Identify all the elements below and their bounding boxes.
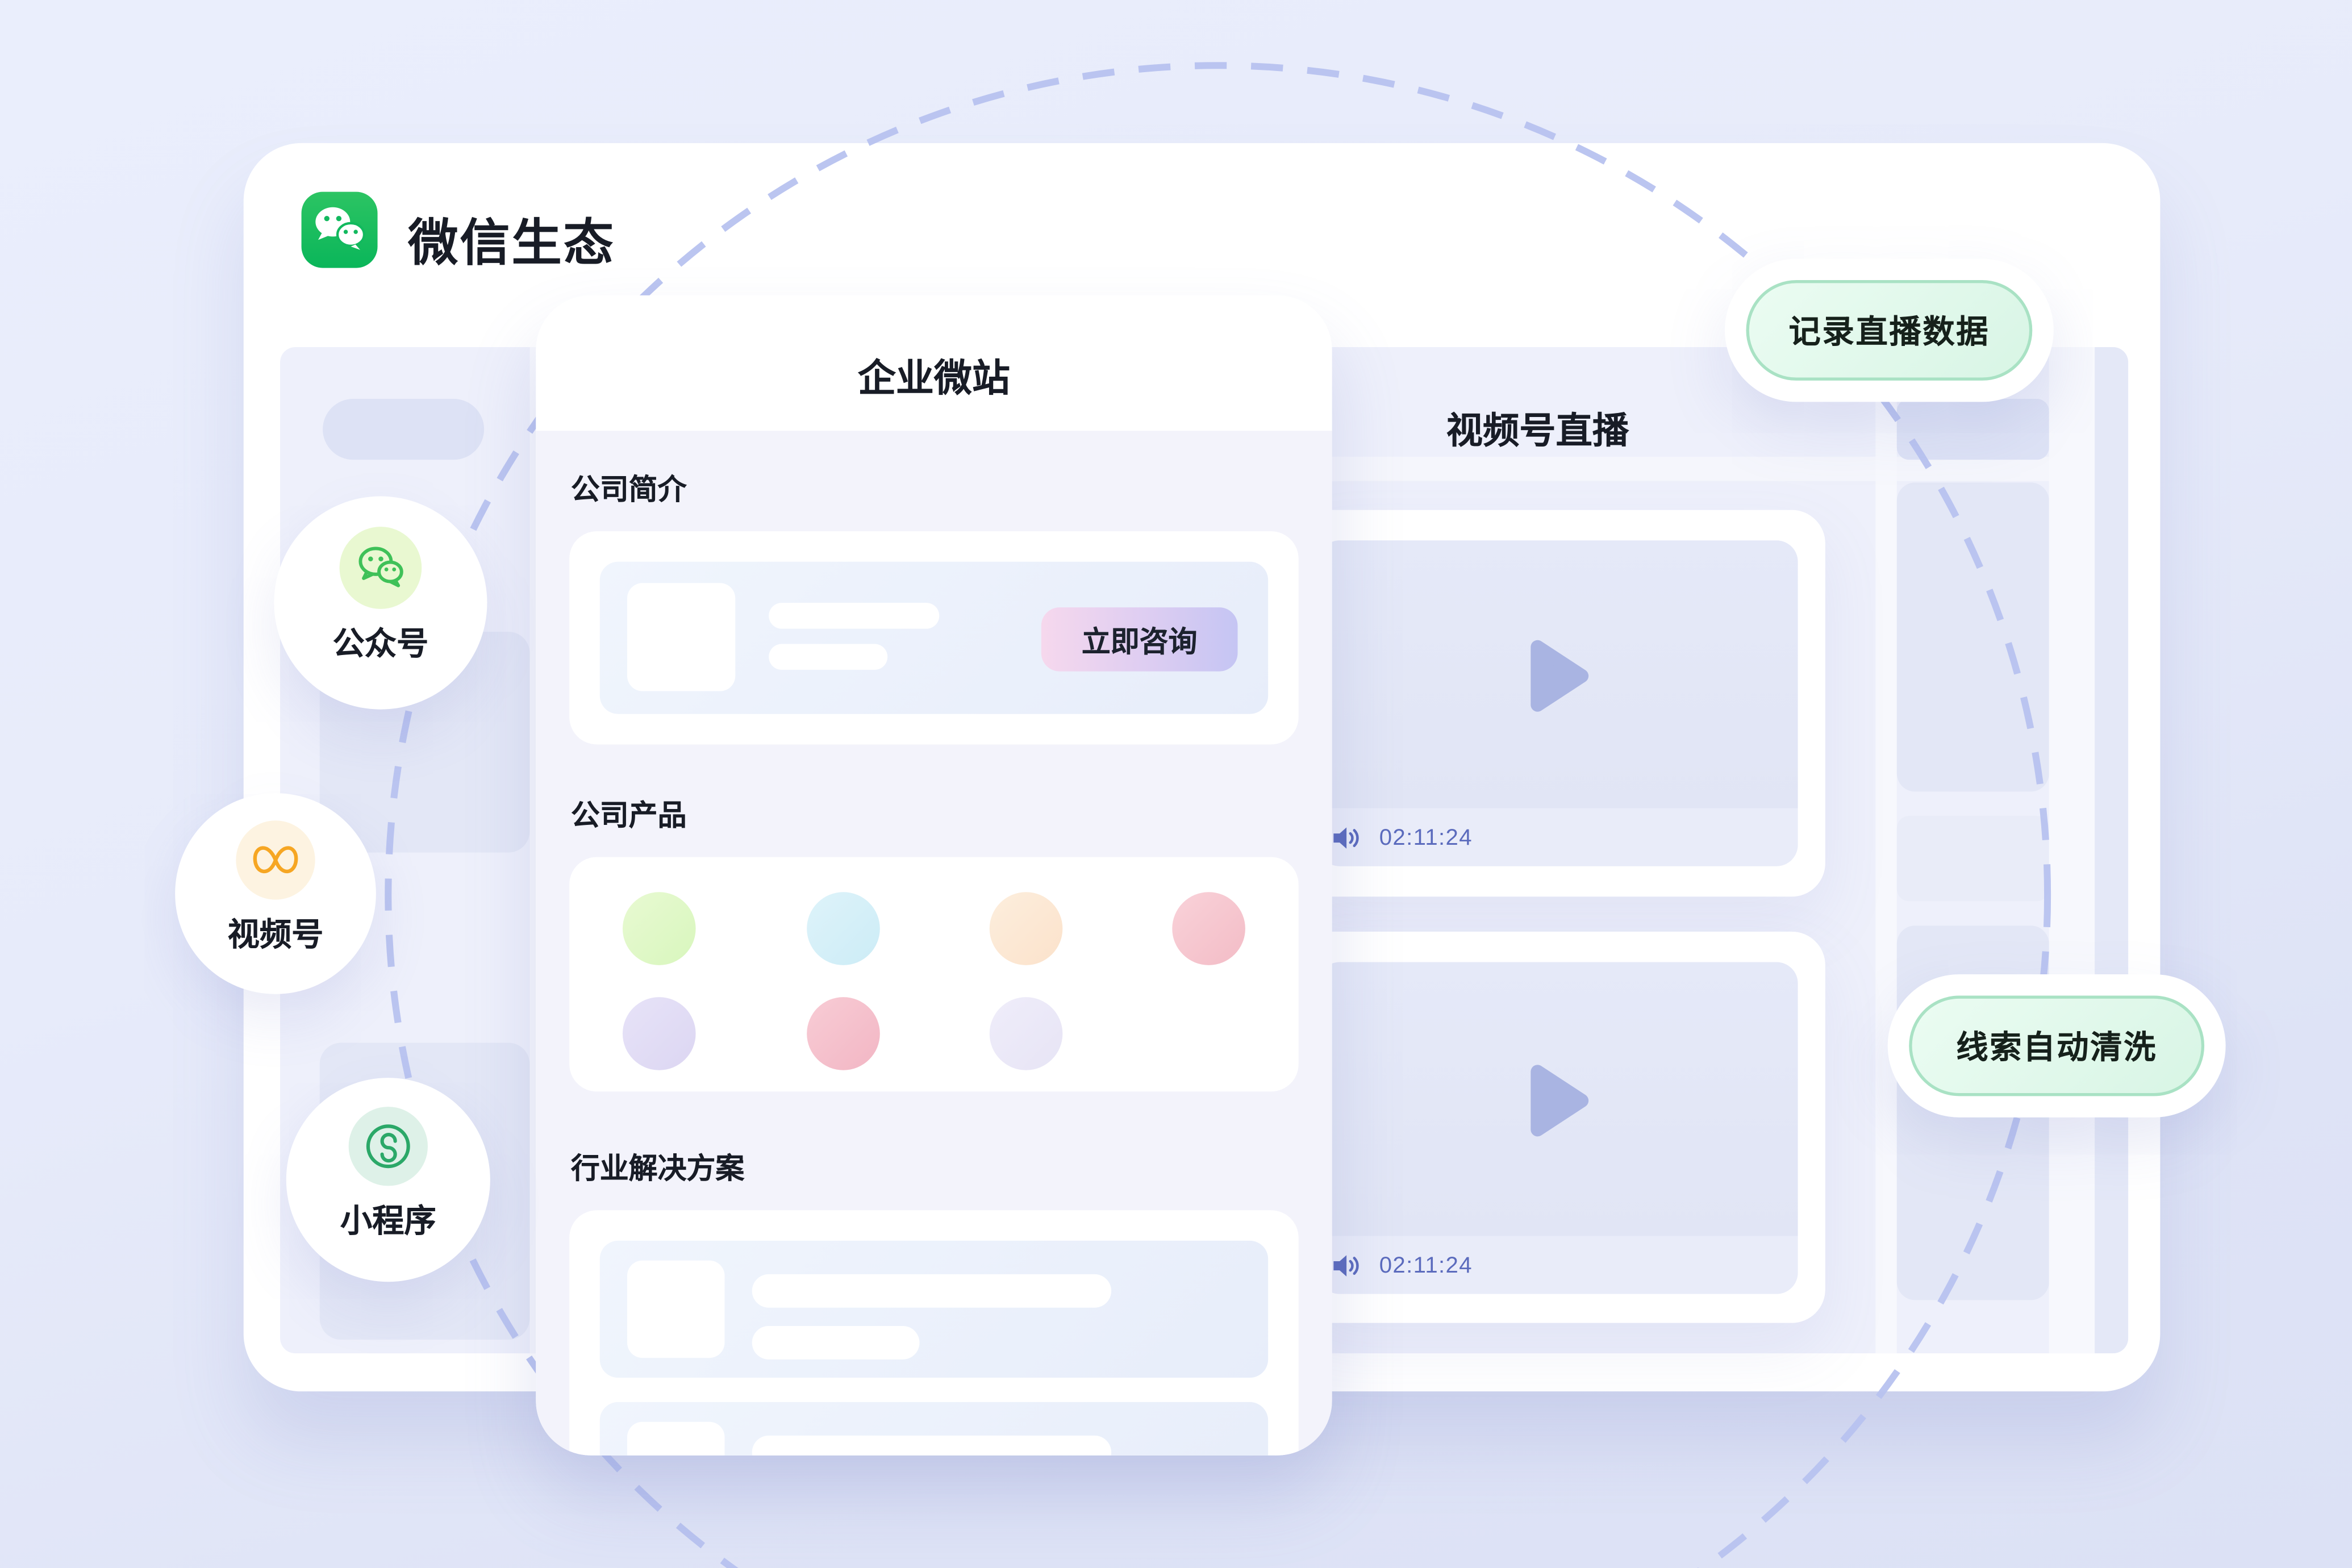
products-card: [569, 857, 1299, 1092]
play-icon[interactable]: [1524, 635, 1594, 717]
wechat-official-account-icon: [339, 527, 422, 609]
section-label-intro: 公司简介: [570, 475, 687, 507]
microsite-phone-card: 企业微站 公司简介 立即咨询 公司产品 行业: [536, 295, 1332, 1456]
backdrop-right-block: [1896, 816, 2049, 902]
image-placeholder: [627, 1421, 725, 1456]
ecosystem-node-official-account: 公众号: [274, 496, 487, 710]
solutions-inner-card: [599, 1240, 1269, 1378]
image-placeholder: [627, 583, 736, 691]
node-label: 视频号: [227, 918, 324, 953]
backdrop-edge-strip: [2095, 347, 2129, 1354]
backdrop-column-gap: [1875, 347, 1897, 1354]
text-placeholder: [752, 1325, 920, 1360]
product-swatch: [807, 997, 880, 1070]
page-title: 微信生态: [408, 214, 615, 271]
wechat-channels-icon: [236, 820, 315, 900]
badge-label: 记录直播数据: [1746, 280, 2033, 381]
microsite-title: 企业微站: [857, 357, 1010, 401]
product-swatch: [989, 997, 1063, 1070]
badge-lead-auto-clean: 线索自动清洗: [1887, 974, 2226, 1117]
backdrop-column-gap: [2049, 347, 2095, 1354]
backdrop-toolbar-pill: [323, 399, 485, 460]
video-control-bar: 02:11:24: [1318, 1236, 1798, 1294]
microsite-body: 公司简介 立即咨询 公司产品 行业解决方案: [536, 431, 1332, 1456]
node-label: 公众号: [332, 627, 429, 662]
video-screen: [1318, 540, 1798, 808]
video-player-card: 02:11:24: [1291, 510, 1825, 897]
ecosystem-node-mini-program: 小程序: [286, 1078, 490, 1282]
badge-label: 线索自动清洗: [1909, 995, 2205, 1096]
section-label-products: 公司产品: [570, 800, 687, 833]
backdrop-right-block: [1896, 482, 2049, 792]
solutions-card: [569, 1210, 1299, 1456]
badge-record-live-data: 记录直播数据: [1724, 258, 2054, 402]
product-swatch: [622, 997, 696, 1070]
consult-now-button[interactable]: 立即咨询: [1041, 607, 1238, 672]
backdrop-right-pill: [1896, 399, 2049, 460]
intro-card: 立即咨询: [569, 531, 1299, 745]
intro-inner-card: 立即咨询: [599, 561, 1269, 714]
solutions-inner-card: [599, 1402, 1269, 1456]
video-timestamp: 02:11:24: [1379, 824, 1473, 850]
image-placeholder: [627, 1260, 725, 1358]
play-icon[interactable]: [1524, 1060, 1594, 1142]
video-screen: [1318, 962, 1798, 1236]
video-timestamp: 02:11:24: [1379, 1252, 1473, 1278]
product-swatch: [1172, 892, 1245, 965]
product-swatch: [989, 892, 1063, 965]
speaker-icon[interactable]: [1332, 824, 1361, 850]
ecosystem-node-channels: 视频号: [175, 793, 376, 994]
video-player-card: 02:11:24: [1291, 931, 1825, 1323]
wechat-app-icon: [301, 191, 378, 268]
video-control-bar: 02:11:24: [1318, 808, 1798, 866]
mini-program-icon: [348, 1107, 428, 1186]
section-label-solutions: 行业解决方案: [570, 1154, 745, 1186]
live-section-title: 视频号直播: [1446, 411, 1629, 452]
product-swatch: [807, 892, 880, 965]
text-placeholder: [752, 1274, 1112, 1308]
text-placeholder: [769, 603, 940, 629]
text-placeholder: [752, 1435, 1112, 1456]
speaker-icon[interactable]: [1332, 1252, 1361, 1278]
product-swatch: [622, 892, 696, 965]
text-placeholder: [769, 644, 888, 670]
node-label: 小程序: [340, 1204, 436, 1240]
